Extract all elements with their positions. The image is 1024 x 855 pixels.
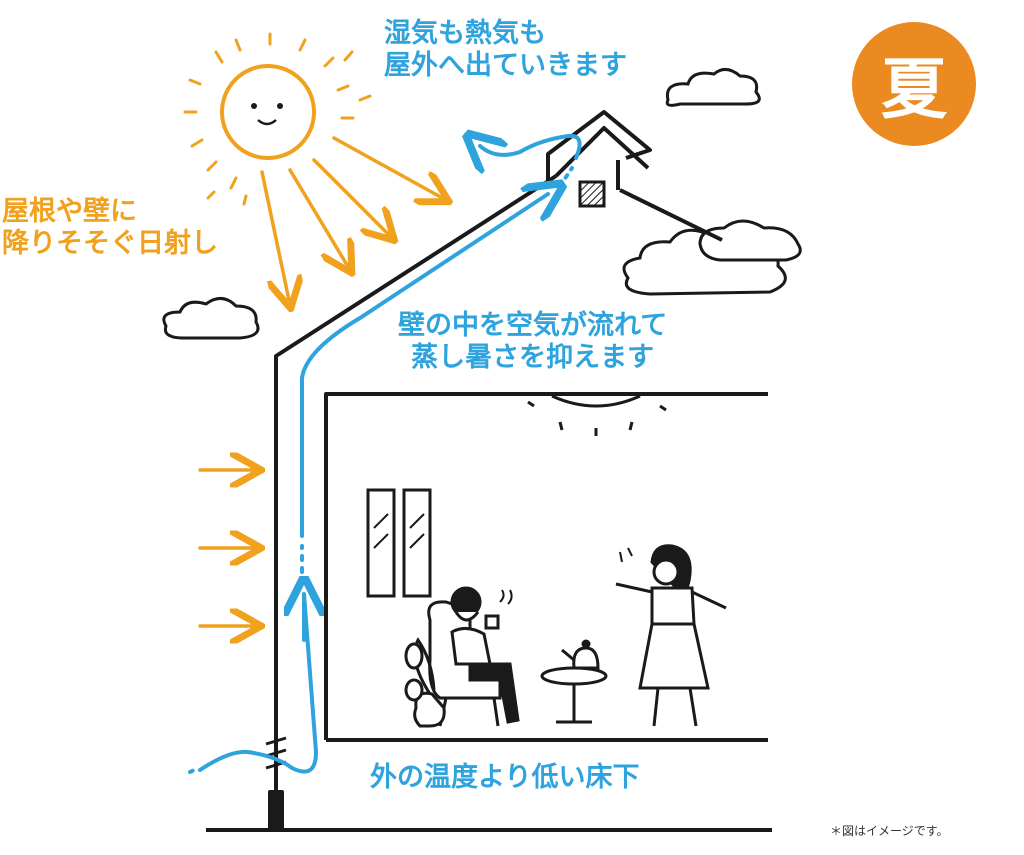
person-icon <box>615 544 727 727</box>
season-badge: 夏 <box>852 22 976 146</box>
exhaust-label: 湿気も熱気も 屋外へ出ていきます <box>384 18 627 82</box>
sun-icon <box>183 32 372 206</box>
teapot-icon <box>561 639 600 670</box>
house-outline <box>206 110 772 832</box>
plant-icon <box>404 637 446 728</box>
sunray-arrow-icon <box>260 136 446 305</box>
wall-flow-label: 壁の中を空気が流れて 蒸し暑さを抑えます <box>398 310 667 374</box>
sunray-arrow-icon <box>198 470 258 626</box>
cloud-icon <box>622 219 802 296</box>
airflow-arrow-icon <box>188 136 582 774</box>
cloud-icon <box>665 68 761 107</box>
cloud-icon <box>162 297 260 340</box>
sunlight-label-line-1: 屋根や壁に <box>2 196 137 227</box>
footnote: ＊図はイメージです。 <box>830 824 949 838</box>
ceiling-lamp-icon <box>527 394 667 436</box>
window-icon <box>366 488 432 598</box>
side-table-icon <box>540 666 608 724</box>
sunlight-label-line-2: 降りそそぐ日射し <box>2 227 218 259</box>
underfloor-label: 外の温度より低い床下 <box>370 762 640 793</box>
exhaust-label-line-2: 屋外へ出ていきます <box>384 49 627 81</box>
wall-flow-label-line-2: 蒸し暑さを抑えます <box>411 341 655 373</box>
person-icon <box>450 586 520 724</box>
season-label: 夏 <box>881 50 947 128</box>
wall-flow-label-line-1: 壁の中を空気が流れて <box>398 310 668 341</box>
vent-icon <box>578 180 606 208</box>
exhaust-label-line-1: 湿気も熱気も <box>384 18 546 49</box>
sunlight-label: 屋根や壁に 降りそそぐ日射し <box>2 196 218 260</box>
